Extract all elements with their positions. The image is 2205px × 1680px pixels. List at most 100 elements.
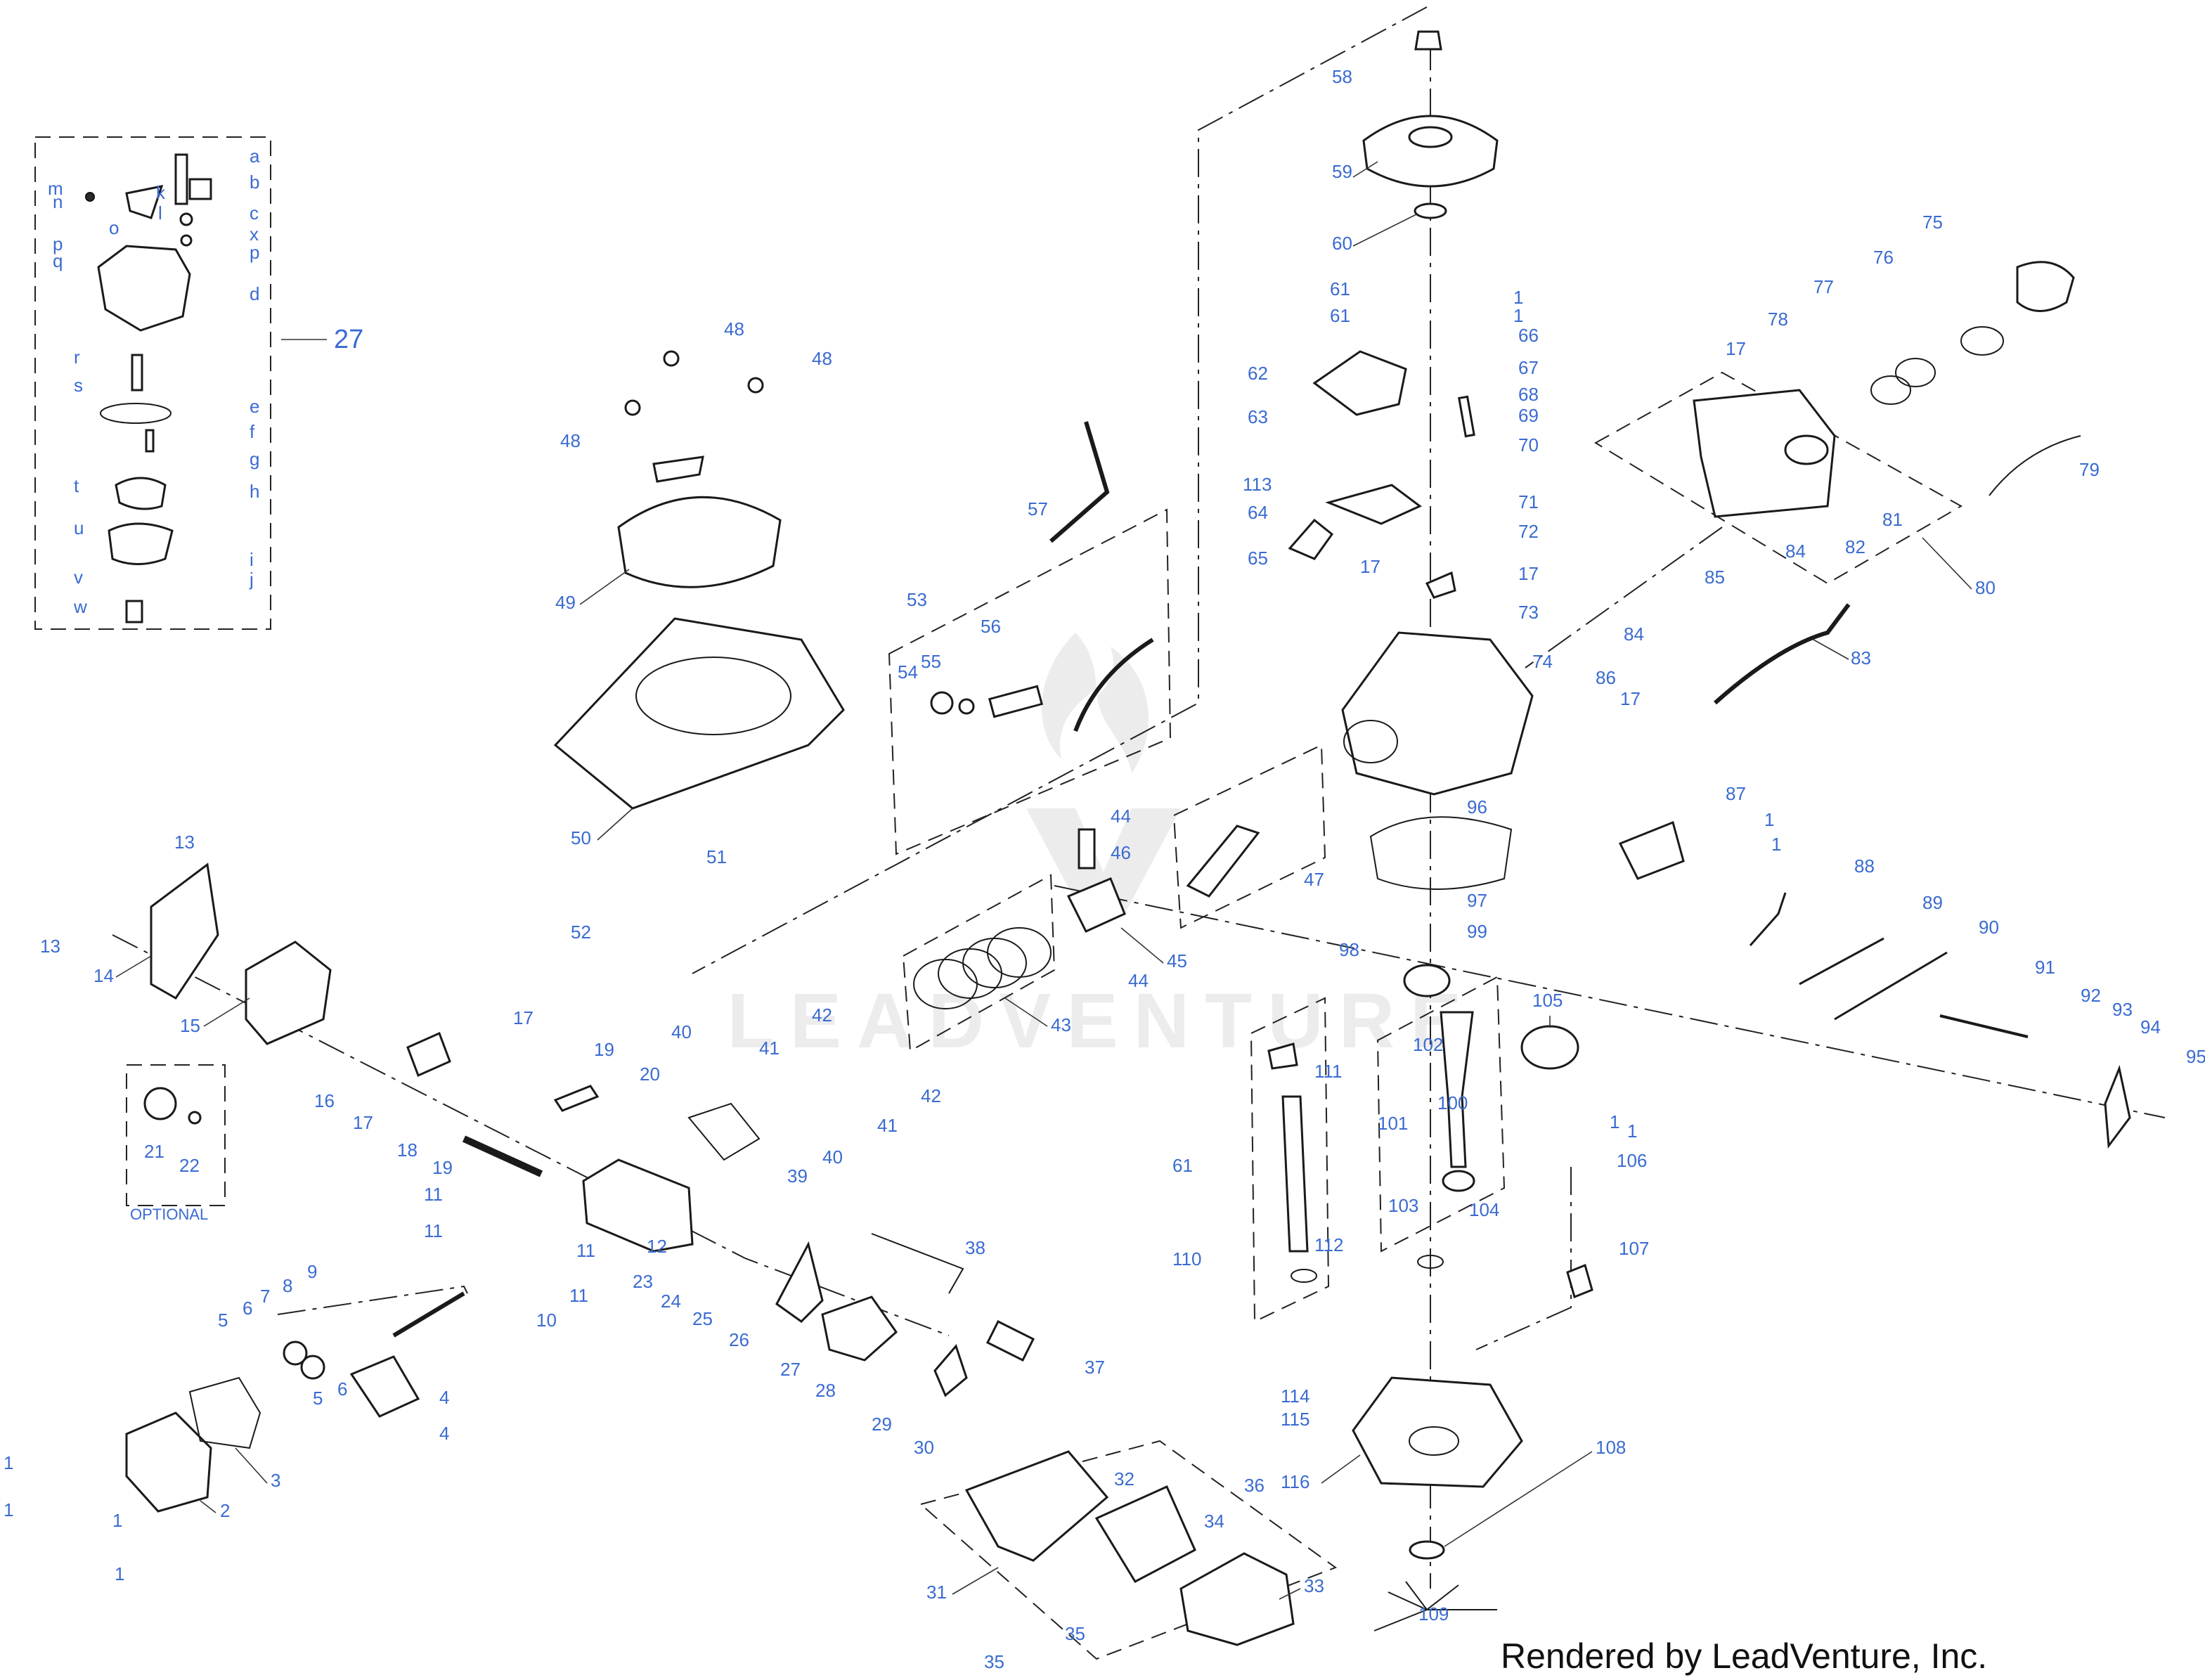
tank-neck: [1784, 434, 1829, 465]
air-filter-cover: [1179, 1552, 1295, 1646]
part-callout: 12: [647, 1236, 667, 1257]
part-callout: 71: [1518, 491, 1539, 512]
flywheel-hub: [1408, 126, 1453, 148]
axis-line-valve: [277, 1285, 468, 1315]
fuel-line-83: [1714, 603, 1851, 705]
part-callout: 40: [671, 1021, 692, 1042]
part-callout: f: [250, 421, 255, 442]
part-callout: 42: [921, 1085, 941, 1106]
part-callout: 47: [1304, 869, 1324, 890]
part-callout: 37: [1085, 1357, 1105, 1378]
part-callout: 39: [787, 1165, 808, 1187]
flywheel-nut: [1414, 30, 1442, 51]
nut-48a: [663, 350, 680, 367]
part-callout: 87: [1726, 783, 1746, 804]
part-callout: 90: [1979, 917, 1999, 938]
part-callout: 1: [1764, 809, 1774, 830]
bolt-109c: [1426, 1584, 1459, 1610]
part-callout: w: [73, 596, 87, 617]
cam-gear: [1520, 1025, 1579, 1070]
piston-pin: [1078, 828, 1096, 870]
part-callout: 97: [1467, 890, 1487, 911]
part-callout: 17: [513, 1007, 534, 1028]
part-callout: 104: [1469, 1199, 1499, 1220]
head-gasket-39: [687, 1102, 761, 1161]
part-callout: 41: [759, 1038, 780, 1059]
fuel-line-group: [930, 421, 1154, 732]
part-callout: 55: [921, 651, 941, 672]
part-callout: a: [250, 146, 260, 167]
leader-116: [1321, 1454, 1361, 1484]
bowl-bolt: [125, 600, 143, 623]
part-callout: 93: [2112, 999, 2133, 1020]
exhaust-assembly: [143, 862, 600, 1177]
float: [115, 477, 167, 510]
cylinder-head-assembly: [125, 1102, 964, 1513]
controls-assembly: [1566, 820, 2131, 1299]
part-callout: 22: [179, 1155, 200, 1176]
part-callout: n: [53, 191, 63, 212]
breather-hose-37: [985, 1319, 1035, 1362]
assembly-lines: [112, 6, 2166, 1589]
part-callout: 42: [812, 1004, 832, 1026]
part-callout: v: [74, 567, 83, 588]
part-callout: 76: [1873, 247, 1894, 268]
carburetor-27: [821, 1295, 898, 1362]
grommet-54: [930, 691, 954, 715]
part-callout: 3: [271, 1470, 280, 1491]
part-callout: 33: [1304, 1575, 1324, 1596]
bolt-109e: [1373, 1609, 1428, 1631]
gasket-78: [1870, 375, 1911, 405]
part-callout: 1: [4, 1452, 13, 1473]
part-callout: 53: [907, 589, 927, 610]
part-callout: 107: [1619, 1238, 1649, 1259]
crankcase-cover: [1352, 1376, 1523, 1488]
gasket-77: [1895, 358, 1936, 387]
part-callout: b: [250, 172, 259, 193]
optional-label: OPTIONAL: [130, 1206, 208, 1223]
throttle-lever: [125, 185, 164, 219]
part-callout: 17: [1726, 338, 1746, 359]
dipstick-box: [1250, 997, 1330, 1323]
leader-108: [1444, 1451, 1593, 1547]
part-callout: 102: [1413, 1034, 1443, 1055]
axis-line-tank: [1525, 526, 1723, 668]
part-callout: 48: [560, 430, 581, 451]
part-callout: 68: [1518, 384, 1539, 405]
part-callout: 67: [1518, 357, 1539, 378]
part-callout: d: [250, 283, 259, 304]
part-callout: 66: [1518, 325, 1539, 346]
blower-housing: [553, 617, 845, 810]
rocker-arms-4: [349, 1355, 420, 1418]
cylinder-head: [582, 1158, 694, 1253]
fuel-tank-assembly: [1693, 261, 2081, 705]
part-callout: 5: [218, 1310, 228, 1331]
exhaust-stud-18: [462, 1135, 543, 1177]
part-callout: 50: [571, 827, 591, 848]
intake-elbow-30: [933, 1344, 968, 1397]
carburetor-body: [97, 245, 191, 332]
part-callout: 25: [692, 1308, 713, 1329]
part-callout: 11: [424, 1184, 443, 1205]
part-callout: 19: [594, 1039, 614, 1060]
part-callout: 1: [1771, 834, 1781, 855]
spring-c: [179, 212, 193, 226]
link-90: [1834, 951, 1948, 1021]
leader-49: [579, 569, 630, 605]
part-callout: 10: [536, 1310, 557, 1331]
part-callout: 110: [1172, 1248, 1201, 1269]
part-callout: 4: [439, 1387, 449, 1408]
part-callout: 1: [1513, 305, 1523, 326]
vent-hose-79: [1989, 435, 2081, 496]
washer-x: [180, 234, 193, 247]
part-callout: 57: [1028, 498, 1048, 519]
leader-33: [1279, 1588, 1301, 1600]
bolt-109b: [1405, 1581, 1428, 1610]
part-callout: p: [53, 233, 63, 254]
part-callout: 36: [1244, 1475, 1265, 1496]
part-callout: o: [109, 217, 119, 238]
fuel-filter-56: [988, 685, 1044, 718]
piston: [1066, 877, 1126, 933]
part-callout: 5: [313, 1388, 323, 1409]
part-callout: m: [48, 178, 63, 199]
